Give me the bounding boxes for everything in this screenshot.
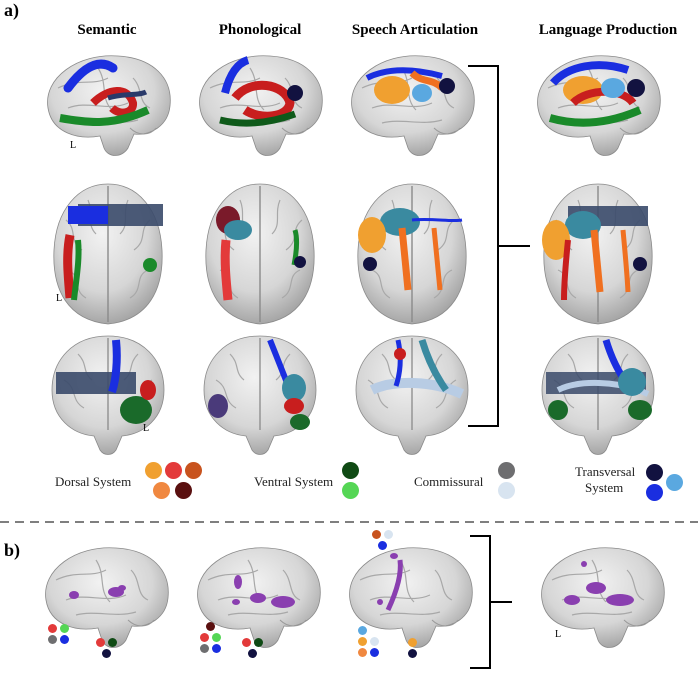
brain-b-language-production — [540, 547, 665, 649]
dot — [254, 638, 263, 647]
dot — [384, 530, 393, 539]
dorsal-swatch-1 — [145, 462, 162, 479]
dot — [408, 638, 417, 647]
brain-phonological-lateral — [198, 55, 323, 157]
brain-phonological-back — [203, 335, 317, 456]
transversal-swatch-3 — [666, 474, 683, 491]
dot — [378, 541, 387, 550]
legend-commissural-label: Commissural — [414, 474, 484, 489]
hemisphere-marker-b: L — [555, 629, 562, 640]
bracket-a — [468, 65, 530, 427]
brain-language-production-top — [542, 183, 653, 325]
column-title-speech-articulation: Speech Articulation — [351, 22, 479, 38]
dot — [242, 638, 251, 647]
hemisphere-marker-top: L — [56, 293, 63, 304]
brain-semantic-lateral — [46, 55, 171, 157]
transversal-swatch-1 — [646, 464, 663, 481]
dot — [358, 637, 367, 646]
brain-speech-articulation-back — [355, 335, 469, 456]
brain-speech-articulation-lateral — [350, 55, 475, 157]
dot — [372, 530, 381, 539]
dot — [200, 644, 209, 653]
hemisphere-marker-back: L — [143, 423, 150, 434]
dot — [60, 624, 69, 633]
column-title-semantic: Semantic — [77, 22, 137, 38]
dot — [96, 638, 105, 647]
dot — [200, 633, 209, 642]
dot — [358, 626, 367, 635]
brain-speech-articulation-top — [357, 183, 467, 325]
dorsal-swatch-5 — [175, 482, 192, 499]
dot — [48, 624, 57, 633]
panel-b-label: b) — [4, 540, 21, 560]
legend-transversal-label-line1: Transversal — [575, 464, 636, 479]
column-title-language-production: Language Production — [538, 22, 678, 38]
transversal-swatch-2 — [646, 484, 663, 501]
dot — [370, 637, 379, 646]
dot — [108, 638, 117, 647]
dot — [212, 644, 221, 653]
brain-semantic-top — [53, 183, 163, 325]
brain-language-production-lateral — [536, 55, 661, 157]
brain-phonological-top — [205, 183, 315, 325]
dot — [370, 648, 379, 657]
dot — [408, 649, 417, 658]
dorsal-swatch-3 — [185, 462, 202, 479]
hemisphere-marker-lateral: L — [70, 140, 77, 151]
dot — [248, 649, 257, 658]
dot — [212, 633, 221, 642]
brain-b-speech-articulation — [348, 547, 473, 649]
dot — [102, 649, 111, 658]
commissural-swatch-1 — [498, 462, 515, 479]
brain-language-production-back — [541, 335, 655, 456]
dot — [358, 648, 367, 657]
legend-ventral-label: Ventral System — [254, 474, 334, 489]
brain-semantic-back — [51, 335, 165, 456]
column-title-phonological: Phonological — [218, 22, 302, 38]
brain-b-semantic — [44, 547, 169, 649]
panel-a-label: a) — [4, 0, 19, 20]
legend-dorsal-label: Dorsal System — [55, 474, 132, 489]
dot — [60, 635, 69, 644]
bracket-b — [470, 535, 512, 669]
ventral-swatch-2 — [342, 482, 359, 499]
dorsal-swatch-4 — [153, 482, 170, 499]
commissural-swatch-2 — [498, 482, 515, 499]
brain-b-phonological — [196, 547, 321, 649]
ventral-swatch-1 — [342, 462, 359, 479]
dot — [48, 635, 57, 644]
dorsal-swatch-2 — [165, 462, 182, 479]
dot — [206, 622, 215, 631]
legend-transversal-label-line2: System — [585, 480, 624, 495]
